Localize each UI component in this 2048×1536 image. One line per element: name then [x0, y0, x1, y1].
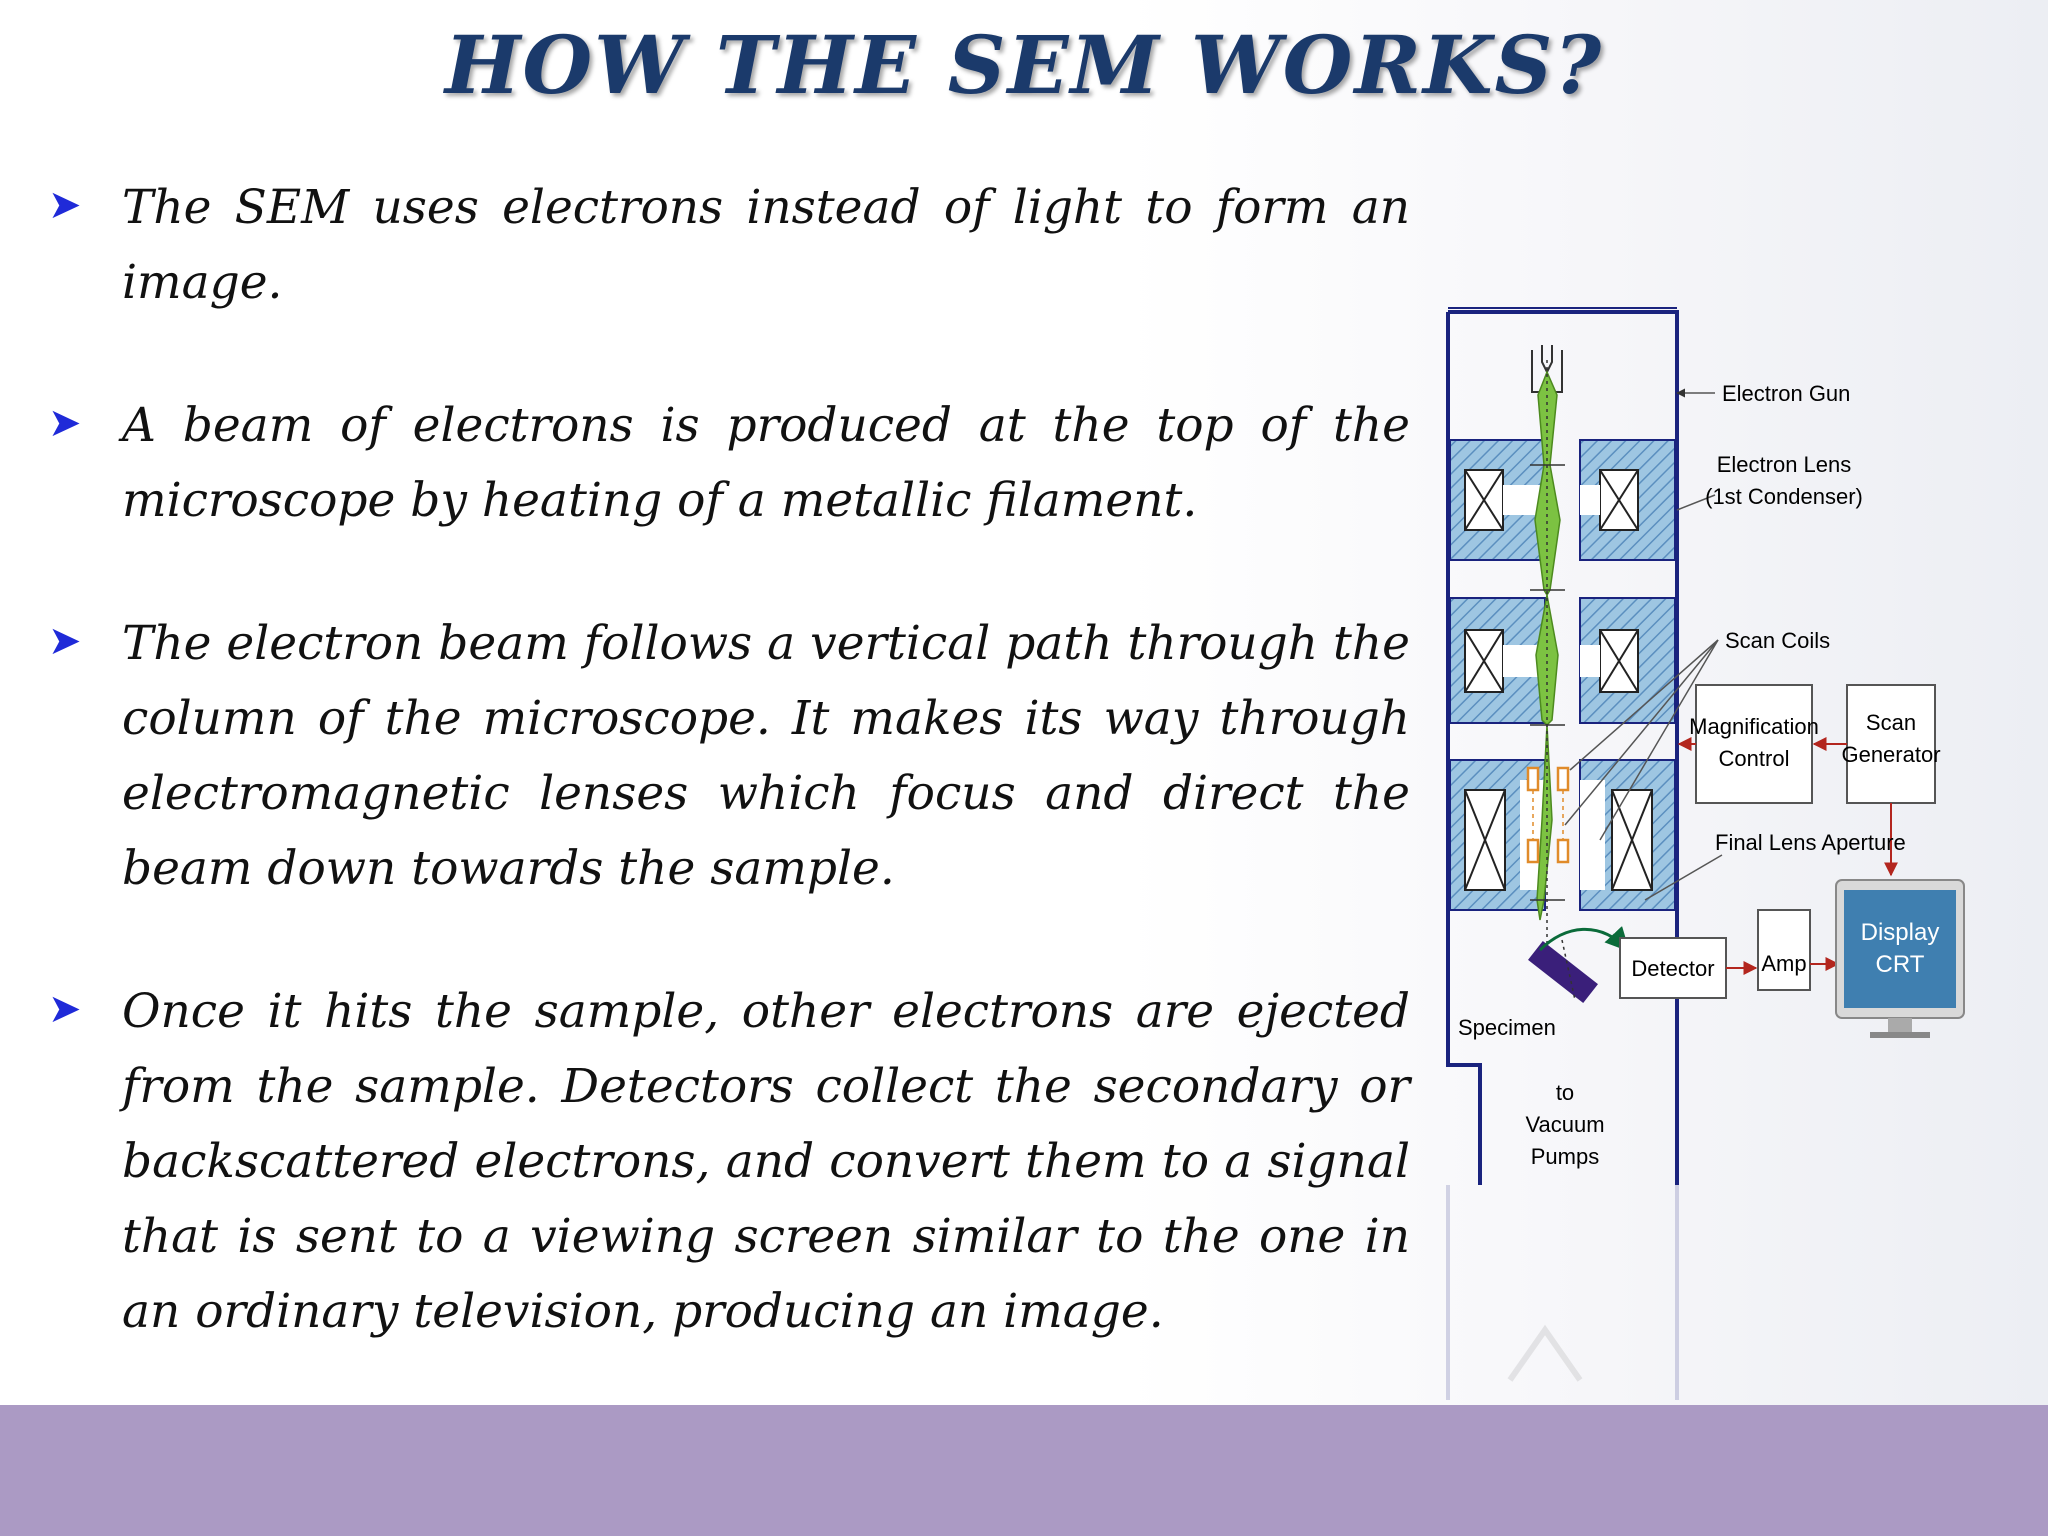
- label-crt: CRT: [1876, 951, 1925, 978]
- bullet-item: ➤ Once it hits the sample, other electro…: [40, 974, 1410, 1349]
- amp-box: Amp: [1757, 909, 1811, 991]
- label-specimen: Specimen: [1458, 1015, 1556, 1040]
- label-control: Control: [1719, 746, 1790, 771]
- bullet-text: The electron beam follows a vertical pat…: [122, 616, 1410, 896]
- label-scan-coils: Scan Coils: [1725, 628, 1830, 653]
- label-pumps: Pumps: [1531, 1144, 1599, 1169]
- bullet-text: Once it hits the sample, other electrons…: [122, 984, 1410, 1339]
- label-electron-gun: Electron Gun: [1722, 381, 1850, 406]
- footer-band: [0, 1405, 2048, 1536]
- arrow-bullet-icon: ➤: [48, 618, 82, 664]
- sem-diagram: Magnification Control Scan Generator Det…: [1446, 307, 1965, 1400]
- label-display: Display: [1861, 919, 1940, 946]
- label-scan: Scan: [1866, 710, 1916, 735]
- slide-title: HOW THE SEM WORKS?: [444, 18, 1604, 112]
- display-crt-monitor: Display CRT: [1835, 879, 1965, 1038]
- arrow-bullet-icon: ➤: [48, 400, 82, 446]
- arrow-bullet-icon: ➤: [48, 182, 82, 228]
- label-vacuum: Vacuum: [1525, 1112, 1604, 1137]
- label-to: to: [1556, 1080, 1574, 1105]
- label-final-lens-aperture: Final Lens Aperture: [1715, 830, 1906, 855]
- scan-generator-box: Scan Generator: [1841, 684, 1941, 804]
- scan-coils: [1526, 766, 1570, 864]
- bullet-item: ➤ A beam of electrons is produced at the…: [40, 388, 1410, 538]
- column-outline: [1446, 310, 1679, 1185]
- emission-arrow: [1538, 926, 1630, 952]
- bullet-list: ➤ The SEM uses electrons instead of ligh…: [40, 170, 1410, 1417]
- detector-box: Detector: [1619, 937, 1727, 999]
- specimen-sample: [1528, 940, 1598, 1004]
- lens-blocks-right: [1579, 439, 1676, 911]
- bullet-text: A beam of electrons is produced at the t…: [122, 398, 1410, 528]
- magnification-control-box: Magnification Control: [1689, 684, 1819, 804]
- label-detector: Detector: [1631, 956, 1714, 981]
- bullet-item: ➤ The SEM uses electrons instead of ligh…: [40, 170, 1410, 320]
- label-magnification: Magnification: [1689, 714, 1819, 739]
- arrow-bullet-icon: ➤: [48, 986, 82, 1032]
- diagram-reflection: [1446, 1185, 1679, 1400]
- label-amp: Amp: [1761, 951, 1806, 976]
- label-1st-condenser: (1st Condenser): [1705, 484, 1863, 509]
- label-generator: Generator: [1841, 742, 1940, 767]
- bullet-item: ➤ The electron beam follows a vertical p…: [40, 606, 1410, 906]
- bullet-text: The SEM uses electrons instead of light …: [122, 180, 1410, 310]
- label-electron-lens: Electron Lens: [1717, 452, 1852, 477]
